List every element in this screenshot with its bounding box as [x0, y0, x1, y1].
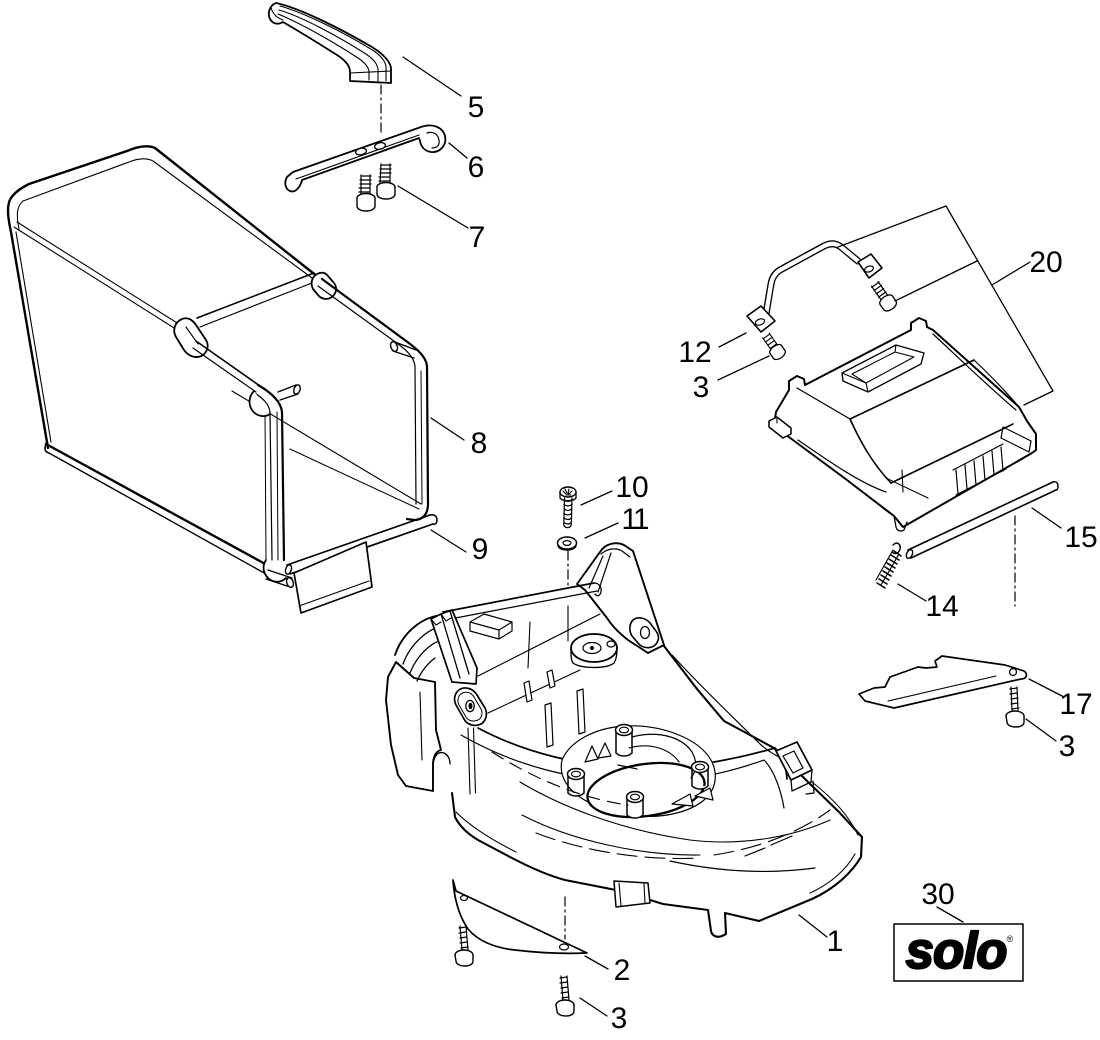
- svg-text:3: 3: [693, 371, 710, 404]
- svg-text:12: 12: [678, 336, 711, 369]
- svg-text:14: 14: [925, 590, 958, 623]
- svg-text:17: 17: [1059, 688, 1092, 721]
- svg-text:®: ®: [1007, 934, 1014, 944]
- svg-text:15: 15: [1064, 521, 1097, 554]
- svg-text:6: 6: [468, 151, 485, 184]
- svg-text:1: 1: [827, 925, 844, 958]
- svg-text:2: 2: [614, 954, 631, 987]
- svg-text:20: 20: [1029, 246, 1062, 279]
- svg-text:9: 9: [472, 533, 489, 566]
- svg-text:3: 3: [1059, 730, 1076, 763]
- svg-text:8: 8: [471, 427, 488, 460]
- svg-text:3: 3: [611, 1002, 628, 1035]
- svg-text:solo: solo: [906, 922, 1007, 979]
- svg-text:30: 30: [921, 878, 954, 911]
- svg-text:10: 10: [615, 471, 648, 504]
- svg-text:7: 7: [469, 221, 486, 254]
- svg-text:11: 11: [621, 503, 648, 536]
- svg-text:5: 5: [468, 91, 485, 124]
